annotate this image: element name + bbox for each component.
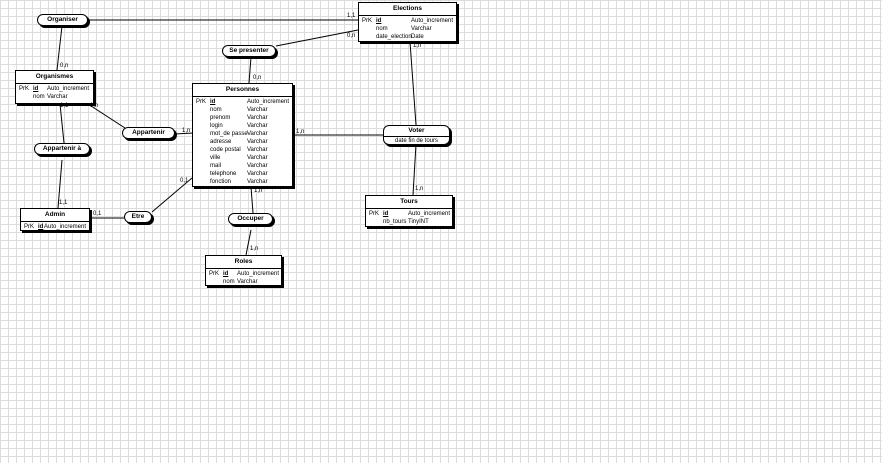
cardinality-label: 0,n: [347, 33, 356, 39]
association-title: Organiser: [47, 16, 78, 23]
association-title: Se presenter: [229, 47, 269, 54]
association-appartenir[interactable]: Appartenir: [122, 127, 175, 139]
association-title: Appartenir à: [42, 145, 82, 152]
entity-title: Organismes: [16, 71, 93, 84]
cardinality-label: 1,n: [90, 103, 99, 109]
association-voter[interactable]: Voter date fin de tours: [383, 125, 450, 145]
association-title: Etre: [131, 213, 145, 220]
entity-title: Roles: [206, 256, 281, 269]
association-attribute: date fin de tours: [384, 136, 449, 146]
association-title: Appartenir: [132, 129, 165, 136]
cardinality-label: 1,n: [413, 43, 422, 49]
association-se-presenter[interactable]: Se presenter: [222, 45, 276, 57]
cardinality-label: 0,n: [253, 75, 262, 81]
cardinality-label: 1,1: [59, 200, 68, 206]
association-title: Occuper: [237, 215, 264, 222]
association-etre[interactable]: Etre: [124, 211, 152, 223]
association-occuper[interactable]: Occuper: [228, 213, 273, 225]
association-organiser[interactable]: Organiser: [37, 14, 88, 26]
association-appartenir-a[interactable]: Appartenir à: [34, 143, 90, 155]
entity-title: Personnes: [193, 84, 292, 97]
entity-title: Tours: [366, 196, 452, 209]
cardinality-label: 1,n: [415, 186, 424, 192]
cardinality-label: 0,1: [93, 211, 102, 217]
cardinality-label: 1,n: [250, 246, 259, 252]
entity-title: Admin: [21, 209, 89, 222]
association-title: Voter: [408, 127, 425, 134]
cardinality-label: 0,n: [60, 63, 69, 69]
cardinality-label: 1,n: [296, 129, 305, 135]
cardinality-label: 1,1: [347, 13, 356, 19]
cardinality-label: 1,n: [182, 128, 191, 134]
cardinality-label: 0,1: [180, 178, 189, 184]
entity-title: Elections: [359, 3, 456, 16]
cardinality-label: 1,n: [254, 188, 263, 194]
cardinality-label: 1,1: [60, 103, 69, 109]
